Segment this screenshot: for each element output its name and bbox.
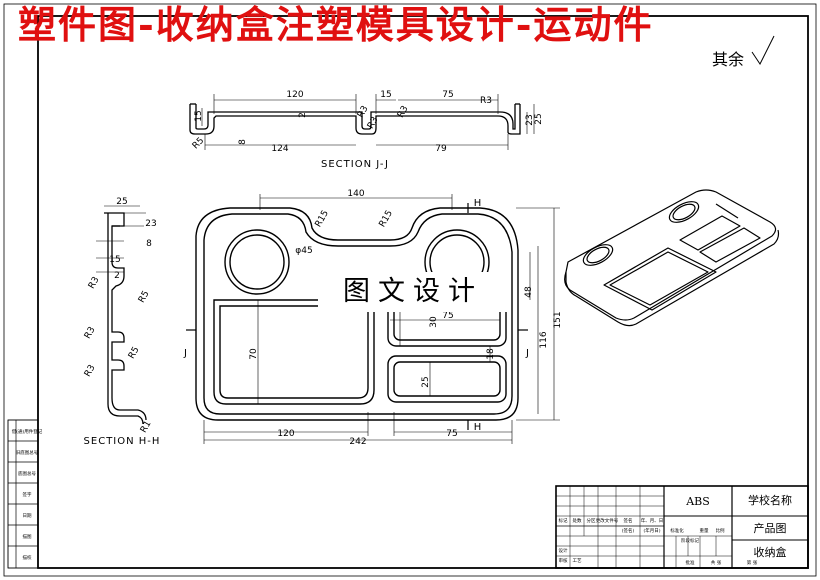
watermark-text: 图文设计 bbox=[318, 272, 508, 312]
title-block-small-label: 共 张 bbox=[711, 559, 722, 566]
section-cut-label: H bbox=[474, 422, 483, 433]
plan-view-dim: 48 bbox=[524, 286, 534, 298]
section-jj-dim: R3 bbox=[480, 96, 492, 106]
section-jj-dim: 23 bbox=[525, 114, 535, 125]
title-block-small-label: 设计 bbox=[559, 547, 568, 554]
section-jj-dim: 8 bbox=[238, 139, 248, 145]
plan-view-dim: 30 bbox=[429, 316, 439, 328]
section-hh-dim: 15 bbox=[109, 255, 120, 265]
section-hh-label: SECTION H-H bbox=[84, 436, 161, 447]
title-block bbox=[555, 485, 809, 569]
section-jj-dim: R5 bbox=[191, 136, 207, 152]
plan-view-dim: 116 bbox=[539, 331, 549, 348]
plan-view-dim: 70 bbox=[249, 348, 259, 360]
section-jj-dim: R3 bbox=[396, 104, 411, 119]
plan-view-dim: 25 bbox=[421, 376, 431, 387]
plan-view-dim: 242 bbox=[349, 437, 366, 447]
title-block-small-label: 更改文件号 bbox=[596, 517, 619, 524]
part-name: 收纳盒 bbox=[754, 545, 787, 559]
plan-view-dim: R15 bbox=[314, 209, 332, 229]
title-block-small-label: 批准 bbox=[686, 559, 695, 566]
section-hh-dim: R1 bbox=[139, 419, 154, 434]
section-jj-label: SECTION J-J bbox=[321, 159, 389, 170]
section-jj-dim: 25 bbox=[534, 113, 544, 124]
plan-view-dim: 151 bbox=[553, 311, 563, 328]
title-block-small-label: 工艺 bbox=[573, 558, 582, 564]
left-strip-label: 描图 bbox=[23, 533, 32, 540]
plan-view-dim: φ45 bbox=[295, 246, 312, 256]
section-hh-dim: 2 bbox=[114, 271, 120, 281]
title-block-small-label: 标准化 bbox=[670, 527, 684, 534]
drawing-type: 产品图 bbox=[754, 521, 787, 535]
section-jj-dim: 120 bbox=[286, 90, 303, 100]
title-block-small-label: 签名 bbox=[624, 517, 633, 524]
plan-view bbox=[195, 207, 519, 421]
section-jj-dim: 75 bbox=[442, 90, 453, 100]
inner-frame bbox=[37, 15, 809, 569]
drawing-title: 塑件图-收纳盒注塑模具设计-运动件 bbox=[18, 2, 654, 47]
title-block-small-label: 年、月、日 bbox=[641, 517, 664, 524]
section-hh-dims bbox=[96, 205, 146, 273]
left-strip-table bbox=[7, 419, 39, 569]
title-block-small-label: 比例 bbox=[716, 527, 725, 534]
title-block-small-label: (年月日) bbox=[643, 527, 660, 534]
section-hh-dim: R3 bbox=[83, 325, 98, 340]
left-strip-label: 底图总号 bbox=[18, 470, 36, 477]
section-jj-dim: 2 bbox=[298, 112, 308, 118]
left-strip-label: 日期 bbox=[23, 513, 32, 519]
section-hh-dim: 23 bbox=[145, 219, 156, 229]
left-strip-label: 描校 bbox=[23, 554, 32, 561]
title-block-small-label: 分区 bbox=[587, 517, 596, 524]
outer-border bbox=[3, 3, 817, 577]
material-label: ABS bbox=[685, 495, 710, 508]
section-cut-label: H bbox=[474, 198, 483, 209]
title-block-small-label: 第 张 bbox=[747, 559, 758, 566]
title-block-small-label: (签名) bbox=[622, 527, 635, 534]
section-hh-view bbox=[104, 212, 147, 425]
left-strip-label: 旧底图总号 bbox=[16, 449, 39, 456]
section-jj-dim: 124 bbox=[271, 144, 288, 154]
plan-view-dims bbox=[186, 194, 560, 444]
left-strip-label: 签字 bbox=[23, 491, 32, 498]
plan-view-dim: 140 bbox=[347, 189, 364, 199]
plan-view-dim: 18 bbox=[486, 348, 496, 360]
school-name: 学校名称 bbox=[748, 493, 792, 507]
plan-view-dim: 75 bbox=[446, 429, 457, 439]
section-hh-dim: 25 bbox=[116, 197, 127, 207]
section-hh-dim: R5 bbox=[137, 289, 152, 304]
plan-view-dim: R15 bbox=[378, 209, 396, 229]
section-jj-dim: 15 bbox=[194, 110, 204, 121]
section-jj-dim: R3 bbox=[356, 104, 371, 119]
section-cut-label: J bbox=[525, 348, 530, 359]
title-block-small-label: 阶段标记 bbox=[681, 537, 699, 544]
section-hh-dim: R5 bbox=[127, 345, 142, 360]
title-block-small-label: 审核 bbox=[559, 557, 568, 564]
others-label: 其余 bbox=[712, 50, 745, 69]
plan-view-dim: 75 bbox=[442, 311, 453, 321]
section-hh-dim: 8 bbox=[146, 239, 152, 249]
section-jj-view bbox=[189, 103, 521, 135]
section-jj-dim: 15 bbox=[380, 90, 391, 100]
title-block-small-label: 重量 bbox=[700, 527, 709, 534]
title-block-small-label: 标记 bbox=[559, 517, 568, 524]
section-jj-dims bbox=[201, 94, 535, 150]
title-block-small-label: 处数 bbox=[573, 517, 582, 524]
isometric-view bbox=[564, 189, 780, 327]
section-cut-label: J bbox=[183, 348, 188, 359]
section-hh-dim: R3 bbox=[87, 275, 102, 290]
section-jj-dim: 79 bbox=[435, 144, 447, 154]
surface-finish-symbol bbox=[751, 35, 775, 65]
left-strip-label: 借(通)用件登记 bbox=[12, 428, 43, 435]
plan-view-dim: 120 bbox=[277, 429, 294, 439]
section-hh-dim: R3 bbox=[83, 363, 98, 378]
